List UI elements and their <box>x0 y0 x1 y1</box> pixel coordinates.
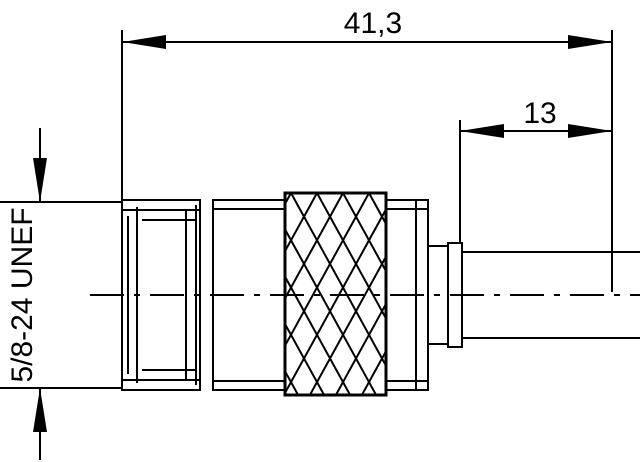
cable <box>462 251 640 339</box>
cable-length-dimension: 13 <box>460 97 612 138</box>
overall-length-dimension: 41,3 <box>122 7 612 49</box>
cable-length-label: 13 <box>523 97 556 130</box>
knurl-line <box>285 321 325 395</box>
knurl-line <box>285 227 377 395</box>
knurl-line <box>342 193 386 274</box>
knurl-line <box>361 349 386 395</box>
knurl-line <box>309 254 386 395</box>
thread-dimension: 5/8-24 UNEF <box>6 128 47 460</box>
knurl-line <box>316 193 386 321</box>
thread-spec-label: 5/8-24 UNEF <box>6 207 39 382</box>
knurl-line <box>285 193 370 348</box>
overall-length-label: 41,3 <box>344 7 402 40</box>
knurl-line <box>285 193 318 254</box>
knurl-line <box>335 301 386 395</box>
